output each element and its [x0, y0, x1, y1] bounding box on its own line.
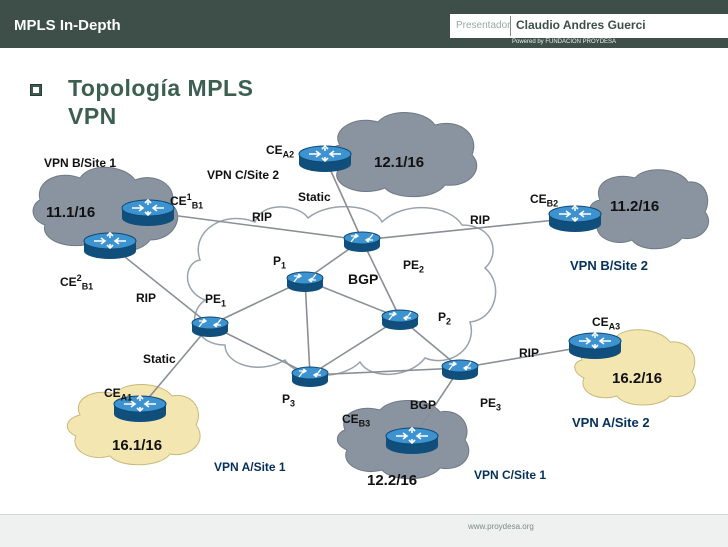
site-vpn-a-2: VPN A/Site 2 — [572, 415, 650, 430]
presenter-divider — [510, 16, 511, 36]
slide-title: Topología MPLS VPN — [68, 75, 254, 129]
router-ce1-b1-icon — [121, 199, 175, 227]
proto-bgp-bottom: BGP — [410, 398, 437, 412]
site-vpn-c-2: VPN C/Site 2 — [207, 168, 280, 182]
label-p3: P3 — [282, 392, 296, 409]
switch-p3-icon — [291, 366, 329, 388]
label-ce-a1: CEA1 — [104, 386, 133, 403]
prefix-b3: 12.2/16 — [367, 472, 418, 489]
prefix-b1: 11.1/16 — [46, 204, 96, 221]
label-ce-a3: CEA3 — [592, 315, 621, 332]
site-vpn-c-1: VPN C/Site 1 — [474, 468, 547, 482]
site-vpn-a-1: VPN A/Site 1 — [214, 460, 286, 474]
core-protocol: BGP — [348, 271, 379, 287]
proto-rip-left: RIP — [136, 291, 157, 305]
prefix-b2: 11.2/16 — [610, 198, 660, 215]
router-ce2-b1-icon — [83, 232, 137, 260]
bullet-icon — [30, 84, 42, 96]
router-ce-a3-icon — [568, 332, 622, 360]
cloud-a2 — [326, 112, 478, 198]
router-ce-b2-icon — [548, 205, 602, 233]
core-cloud — [186, 205, 497, 376]
switch-pe3-icon — [441, 359, 479, 381]
presenter-role: Presentador — [456, 20, 511, 31]
powered-by: Powered by FUNDACIÓN PROYDESA — [512, 39, 617, 45]
proto-static-top: Static — [298, 190, 331, 204]
prefix-a3: 16.2/16 — [612, 370, 663, 387]
footer-url: www.proydesa.org — [468, 522, 534, 531]
label-ce-b3: CEB3 — [342, 412, 371, 429]
cloud-b1 — [32, 166, 179, 252]
switch-p1-icon — [286, 271, 324, 293]
label-ce2-b1: CE2B1 — [60, 273, 94, 292]
footer-bar — [0, 514, 728, 547]
prefix-a1: 16.1/16 — [112, 437, 163, 454]
label-pe2: PE2 — [403, 258, 425, 275]
presenter-box — [450, 14, 728, 38]
label-ce1-b1: CE1B1 — [170, 192, 204, 211]
label-ce-a2: CEA2 — [266, 143, 295, 160]
proto-rip-top-left: RIP — [252, 210, 273, 224]
router-ce-a2-icon — [298, 145, 352, 173]
proto-rip-right: RIP — [519, 346, 540, 360]
prefix-a2: 12.1/16 — [374, 154, 425, 171]
switch-pe2-icon — [343, 231, 381, 253]
site-vpn-b-1: VPN B/Site 1 — [44, 156, 117, 170]
label-p2: P2 — [438, 310, 452, 327]
header-title: MPLS In-Depth — [14, 17, 121, 34]
cloud-a1 — [66, 383, 201, 466]
router-ce-b3-icon — [385, 427, 439, 455]
switch-pe1-icon — [191, 316, 229, 338]
switch-p2-icon — [381, 309, 419, 331]
site-vpn-b-2: VPN B/Site 2 — [570, 258, 649, 273]
label-pe1: PE1 — [205, 292, 227, 309]
proto-static-left: Static — [143, 352, 176, 366]
proto-rip-top-right: RIP — [470, 213, 491, 227]
label-p1: P1 — [273, 254, 287, 271]
presenter-name: Claudio Andres Guerci — [516, 18, 646, 32]
label-pe3: PE3 — [480, 396, 502, 413]
label-ce-b2: CEB2 — [530, 192, 559, 209]
